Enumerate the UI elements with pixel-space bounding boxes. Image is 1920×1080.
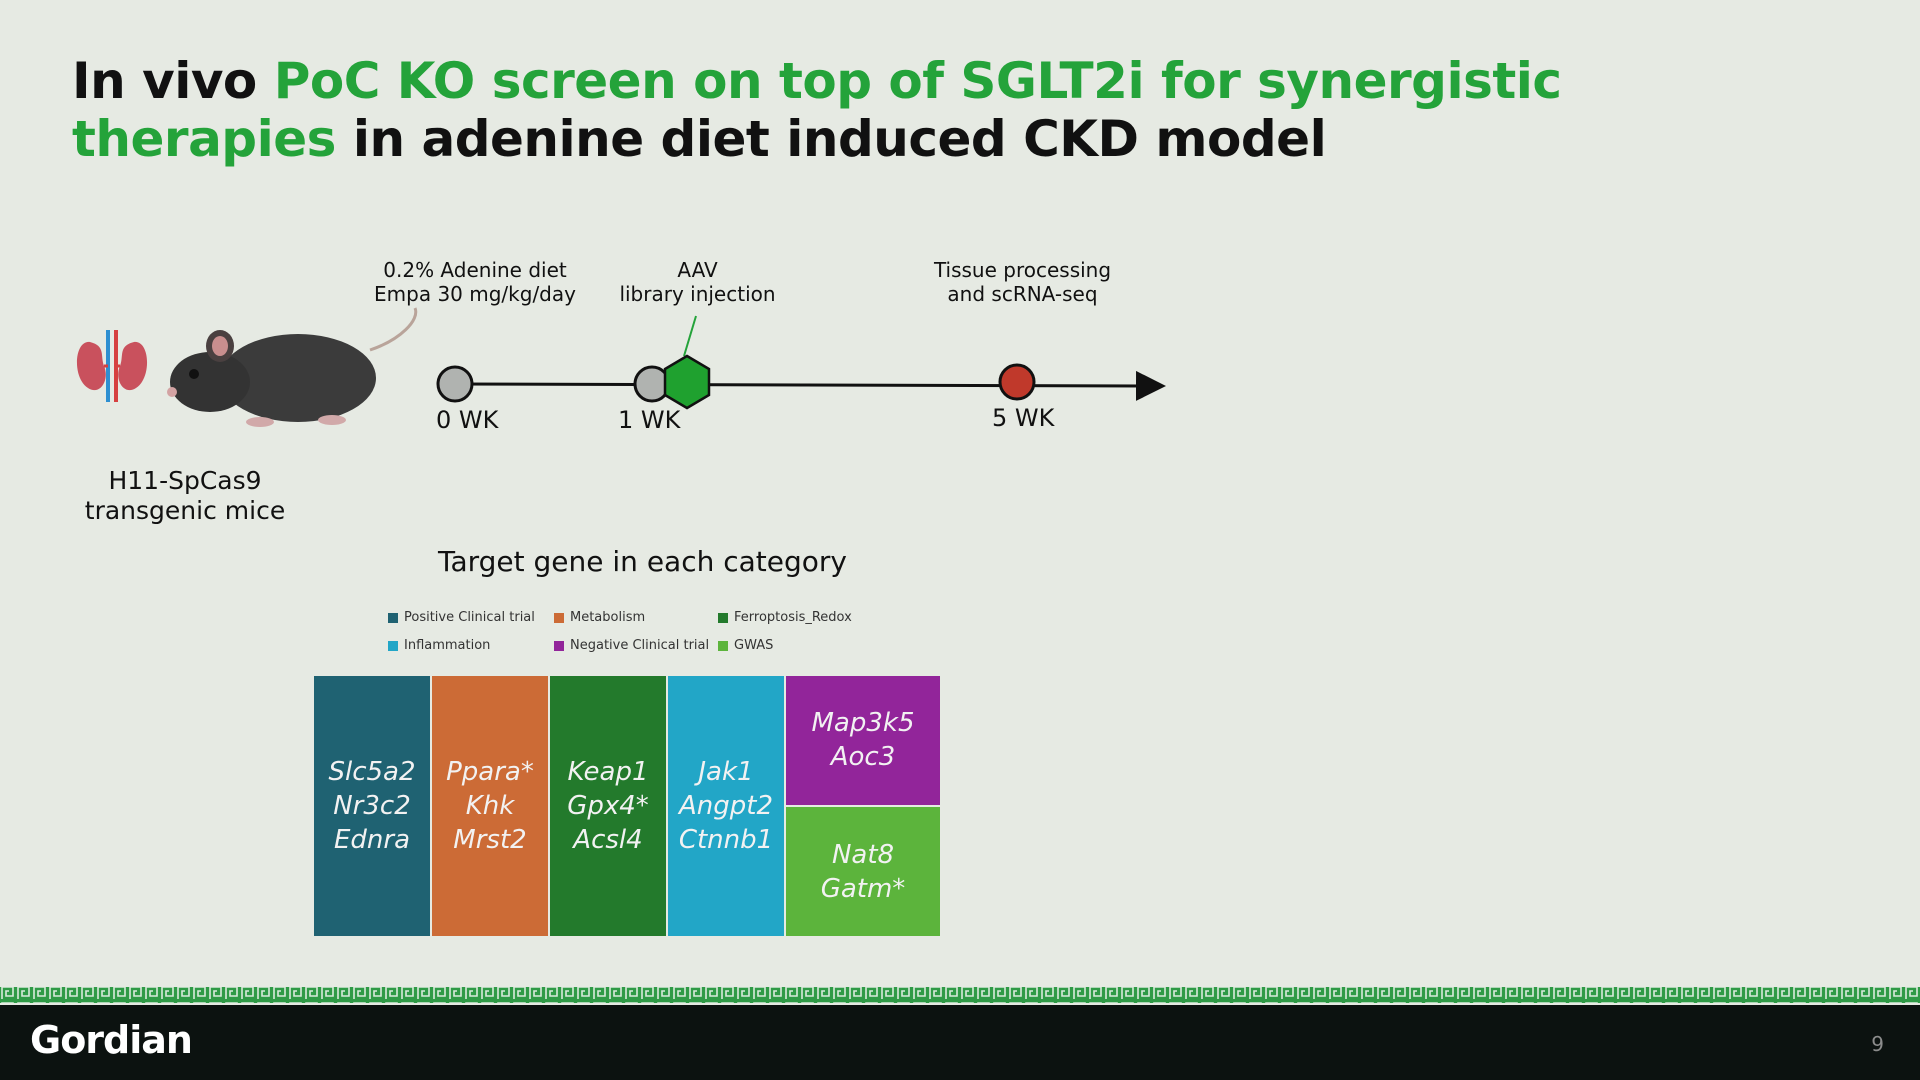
timeline-step-adenine-line2: Empa 30 mg/kg/day	[374, 282, 576, 306]
gene-label: Nat8	[831, 839, 895, 870]
gene-label: Khk	[465, 791, 515, 821]
mouse-label-line1: H11-SpCas9	[108, 466, 262, 495]
timeline-diagram	[436, 315, 1166, 410]
timeline-step-aav-line1: AAV	[677, 258, 718, 282]
gene-label: Acsl4	[573, 825, 643, 855]
gene-label: Ctnnb1	[678, 825, 774, 855]
aav-pointer-line	[683, 315, 697, 357]
timeline-step-aav-line2: library injection	[619, 282, 776, 306]
tile-metabolism: Ppara* Khk Mrst2	[432, 676, 550, 938]
gene-label: Mrst2	[453, 825, 527, 855]
gene-label: Angpt2	[678, 791, 773, 821]
tile-inflammation: Jak1 Angpt2 Ctnnb1	[668, 676, 786, 938]
legend-swatch	[554, 612, 564, 623]
legend-swatch	[388, 640, 398, 651]
tile-positive-clinical-trial: Slc5a2 Nr3c2 Ednra	[314, 676, 432, 938]
wk1-label: 1 WK	[618, 406, 681, 434]
tile-ferroptosis-redox: Keap1 Gpx4* Acsl4	[550, 676, 668, 938]
wk0-label: 0 WK	[436, 406, 499, 434]
legend-label: Metabolism	[570, 610, 646, 625]
decorative-border	[0, 987, 1920, 1003]
legend-item-negative-clinical-trial: Negative Clinical trial	[554, 638, 709, 653]
mouse-label-line2: transgenic mice	[84, 496, 286, 525]
title-part1: In vivo	[72, 52, 274, 110]
legend-swatch	[718, 640, 728, 651]
gene-label: Map3k5	[811, 708, 915, 738]
kidney-icon	[76, 330, 148, 402]
timeline-step-tissue: Tissue processing and scRNA-seq	[910, 258, 1135, 306]
company-logo: Gordian	[30, 1018, 193, 1062]
tile-negative-clinical-trial: Map3k5 Aoc3	[786, 676, 942, 807]
legend-label: Negative Clinical trial	[570, 638, 710, 653]
tile-gwas: Nat8 Gatm*	[786, 807, 942, 938]
timeline-step-aav: AAV library injection	[600, 258, 795, 306]
timeline-step-tissue-line1: Tissue processing	[933, 258, 1112, 282]
timeline-step-tissue-line2: and scRNA-seq	[947, 282, 1098, 306]
mouse-icon	[167, 307, 418, 427]
gene-label: Keap1	[567, 757, 649, 787]
aav-hexagon-icon	[663, 354, 711, 410]
timepoint-0wk-marker	[436, 365, 474, 403]
wk5-label: 5 WK	[992, 404, 1055, 432]
title-part2: in adenine diet induced CKD model	[335, 110, 1327, 168]
gene-label: Nr3c2	[333, 791, 411, 821]
gene-label: Ppara*	[446, 757, 534, 787]
legend-swatch	[718, 612, 728, 623]
legend-label: Ferroptosis_Redox	[734, 610, 852, 625]
gene-label: Gatm*	[820, 873, 906, 904]
legend-item-inflammation: Inflammation	[388, 638, 490, 653]
gene-label: Aoc3	[830, 742, 896, 772]
page-title: In vivo PoC KO screen on top of SGLT2i f…	[72, 52, 1792, 168]
mouse-label: H11-SpCas9 transgenic mice	[60, 466, 310, 526]
legend-swatch	[388, 612, 398, 623]
gene-label: Slc5a2	[328, 757, 416, 787]
legend-item-gwas: GWAS	[718, 638, 773, 653]
legend-label: Inflammation	[404, 638, 491, 653]
chart-title: Target gene in each category	[438, 545, 847, 578]
timeline-arrow	[454, 370, 1166, 401]
footer-bar	[0, 1005, 1920, 1080]
page-number: 9	[1871, 1032, 1884, 1056]
mouse-illustration	[76, 307, 418, 427]
legend-label: Positive Clinical trial	[404, 610, 535, 625]
legend-item-ferroptosis-redox: Ferroptosis_Redox	[718, 610, 852, 625]
treemap-chart: Slc5a2 Nr3c2 Ednra Ppara* Khk Mrst2 Keap…	[314, 676, 942, 938]
legend-item-metabolism: Metabolism	[554, 610, 645, 625]
timeline-step-adenine-line1: 0.2% Adenine diet	[383, 258, 567, 282]
legend-label: GWAS	[734, 638, 774, 653]
legend-item-positive-clinical-trial: Positive Clinical trial	[388, 610, 535, 625]
timepoint-5wk-marker	[998, 363, 1036, 401]
gene-label: Gpx4*	[567, 791, 649, 821]
timeline-step-adenine: 0.2% Adenine diet Empa 30 mg/kg/day	[360, 258, 590, 306]
legend-swatch	[554, 640, 564, 651]
gene-label: Jak1	[698, 757, 754, 787]
gene-label: Ednra	[333, 825, 411, 855]
title-highlight: PoC KO screen on top of SGLT2i for syner…	[72, 52, 1562, 168]
